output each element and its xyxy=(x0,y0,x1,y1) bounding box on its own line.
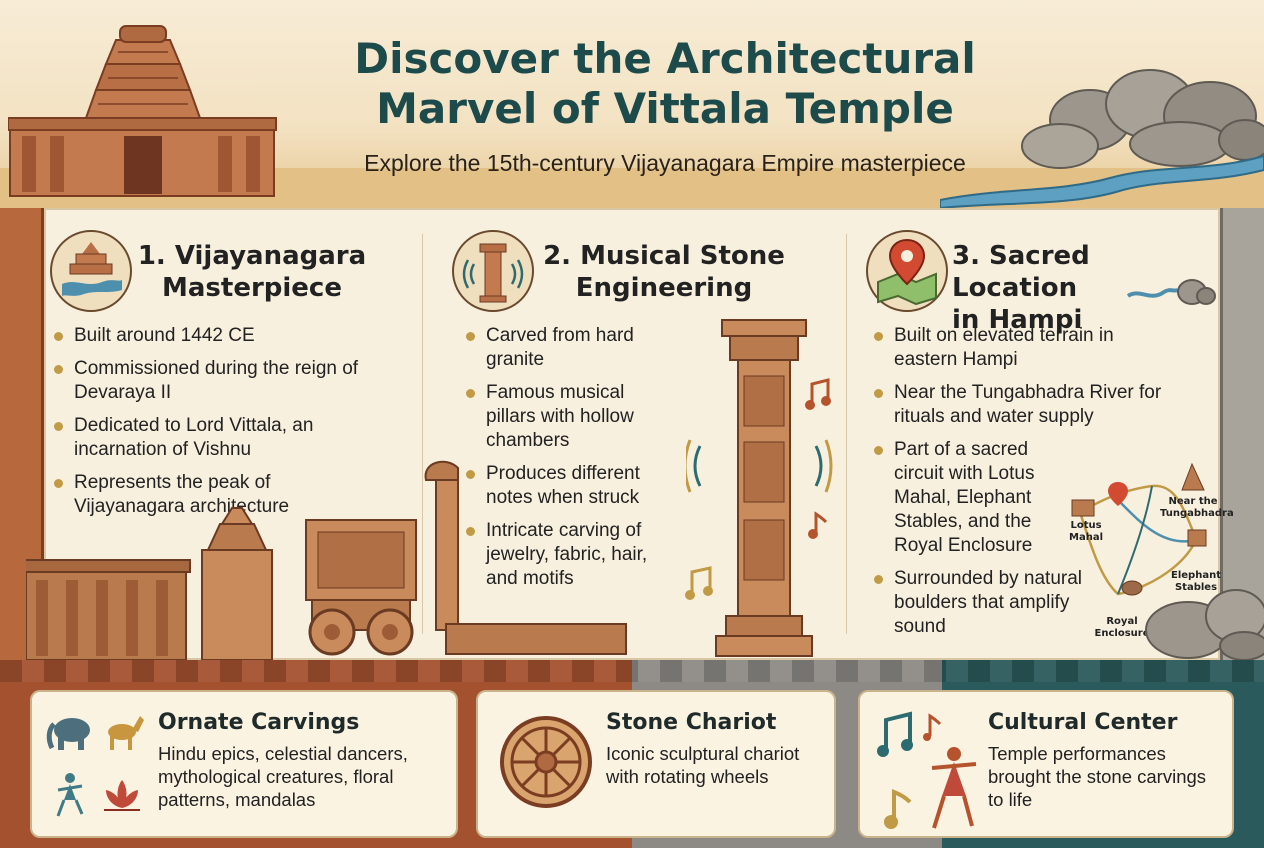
music-note-icon xyxy=(884,789,912,829)
page-title: Discover the Architectural Marvel of Vit… xyxy=(250,34,1080,134)
list-item: Famous musical pillars with hollow chamb… xyxy=(464,381,674,453)
boulders-illustration xyxy=(1145,589,1264,660)
temple-icon xyxy=(62,242,122,296)
column-divider-1 xyxy=(422,234,423,634)
map-label-river-line-1: Near the xyxy=(1168,496,1218,507)
map-label-stables-line-1: Elephant xyxy=(1171,570,1221,581)
lotus-icon xyxy=(104,780,140,811)
column-3-title-line-1: 3. Sacred Location xyxy=(952,241,1090,303)
content-panel: 1. Vijayanagara Masterpiece Built around… xyxy=(26,208,1234,661)
music-note-icon xyxy=(685,566,713,600)
list-item: Intricate carving of jewelry, fabric, ha… xyxy=(464,519,674,591)
dancer-icon xyxy=(56,773,84,817)
map-label-lotus-mahal: Lotus Mahal xyxy=(1060,520,1112,544)
column-1-bullets: Built around 1442 CE Commissioned during… xyxy=(52,324,362,528)
list-item: Carved from hard granite xyxy=(464,324,674,372)
header-banner: Discover the Architectural Marvel of Vit… xyxy=(0,0,1264,208)
boulders-and-river-illustration xyxy=(940,69,1264,208)
chariot-wheel-icon xyxy=(500,716,592,808)
list-item: Near the Tungabhadra River for rituals a… xyxy=(872,381,1192,429)
column-divider-2 xyxy=(846,234,847,634)
feature-card-cultural-center: Cultural Center Temple performances brou… xyxy=(858,690,1234,838)
music-notes-icon xyxy=(877,711,942,757)
map-label-elephant-stables: Elephant Stables xyxy=(1170,570,1222,594)
list-item: Built around 1442 CE xyxy=(52,324,362,348)
list-item: Part of a sacred circuit with Lotus Maha… xyxy=(872,438,1062,558)
elephant-icon xyxy=(46,718,90,750)
feature-card-ornate-carvings: Ornate Carvings Hindu epics, celestial d… xyxy=(30,690,458,838)
map-label-royal-line-2: Enclosure xyxy=(1094,628,1150,639)
music-note-icon xyxy=(805,378,831,410)
list-item: Surrounded by natural boulders that ampl… xyxy=(872,567,1082,639)
musical-pillar-icon xyxy=(462,243,524,303)
title-line-1: Discover the Architectural xyxy=(354,34,976,83)
river-boulder-icon xyxy=(1126,279,1216,305)
column-1-title-line-1: 1. Vijayanagara xyxy=(137,241,367,271)
map-label-royal-line-1: Royal xyxy=(1106,616,1138,627)
bottom-band: Ornate Carvings Hindu epics, celestial d… xyxy=(0,660,1264,848)
column-2-title: 2. Musical Stone Engineering xyxy=(534,240,794,304)
column-1-title: 1. Vijayanagara Masterpiece xyxy=(132,240,372,304)
music-note-icon xyxy=(808,511,828,539)
column-3-title-line-2: in Hampi xyxy=(952,305,1083,335)
dancer-icon xyxy=(931,747,977,829)
card-title: Ornate Carvings xyxy=(158,710,360,735)
column-2-title-line-2: Engineering xyxy=(575,273,753,303)
list-item: Built on elevated terrain in eastern Ham… xyxy=(872,324,1162,372)
map-pin-icon xyxy=(877,238,937,306)
column-2-bullets: Carved from hard granite Famous musical … xyxy=(464,324,674,600)
card-text: Temple performances brought the stone ca… xyxy=(988,743,1207,810)
main-panel-area: 1. Vijayanagara Masterpiece Built around… xyxy=(0,208,1264,661)
feature-card-stone-chariot: Stone Chariot Iconic sculptural chariot … xyxy=(476,690,836,838)
carved-pillar-right xyxy=(1220,208,1264,660)
list-item: Commissioned during the reign of Devaray… xyxy=(52,357,362,405)
carved-frieze-strip xyxy=(0,660,1264,682)
map-label-tungabhadra: Near the Tungabhadra xyxy=(1160,496,1234,520)
list-item: Produces different notes when struck xyxy=(464,462,674,510)
temple-gopuram-illustration xyxy=(8,25,277,197)
map-label-lotus-line-2: Mahal xyxy=(1069,532,1103,543)
column-3-title: 3. Sacred Location in Hampi xyxy=(952,240,1222,336)
musical-pillar-illustration xyxy=(686,319,833,657)
card-title: Stone Chariot xyxy=(606,710,777,735)
column-1-title-line-2: Masterpiece xyxy=(162,273,342,303)
map-label-river-line-2: Tungabhadra xyxy=(1160,508,1234,519)
card-title: Cultural Center xyxy=(988,710,1178,735)
card-text: Iconic sculptural chariot with rotating … xyxy=(606,743,800,787)
title-line-2: Marvel of Vittala Temple xyxy=(376,84,954,133)
map-label-lotus-line-1: Lotus xyxy=(1070,520,1102,531)
horse-icon xyxy=(108,716,144,750)
map-label-stables-line-2: Stables xyxy=(1174,582,1218,593)
ruined-temple-illustration xyxy=(26,460,627,661)
page-subtitle: Explore the 15th-century Vijayanagara Em… xyxy=(364,150,966,176)
list-item: Dedicated to Lord Vittala, an incarnatio… xyxy=(52,414,362,462)
card-text: Hindu epics, celestial dancers, mytholog… xyxy=(158,743,408,810)
column-2-title-line-1: 2. Musical Stone xyxy=(543,241,785,271)
sacred-circuit-map xyxy=(1071,462,1207,596)
column-3-bullets: Built on elevated terrain in eastern Ham… xyxy=(872,324,1192,648)
map-label-royal-enclosure: Royal Enclosure xyxy=(1092,616,1152,640)
